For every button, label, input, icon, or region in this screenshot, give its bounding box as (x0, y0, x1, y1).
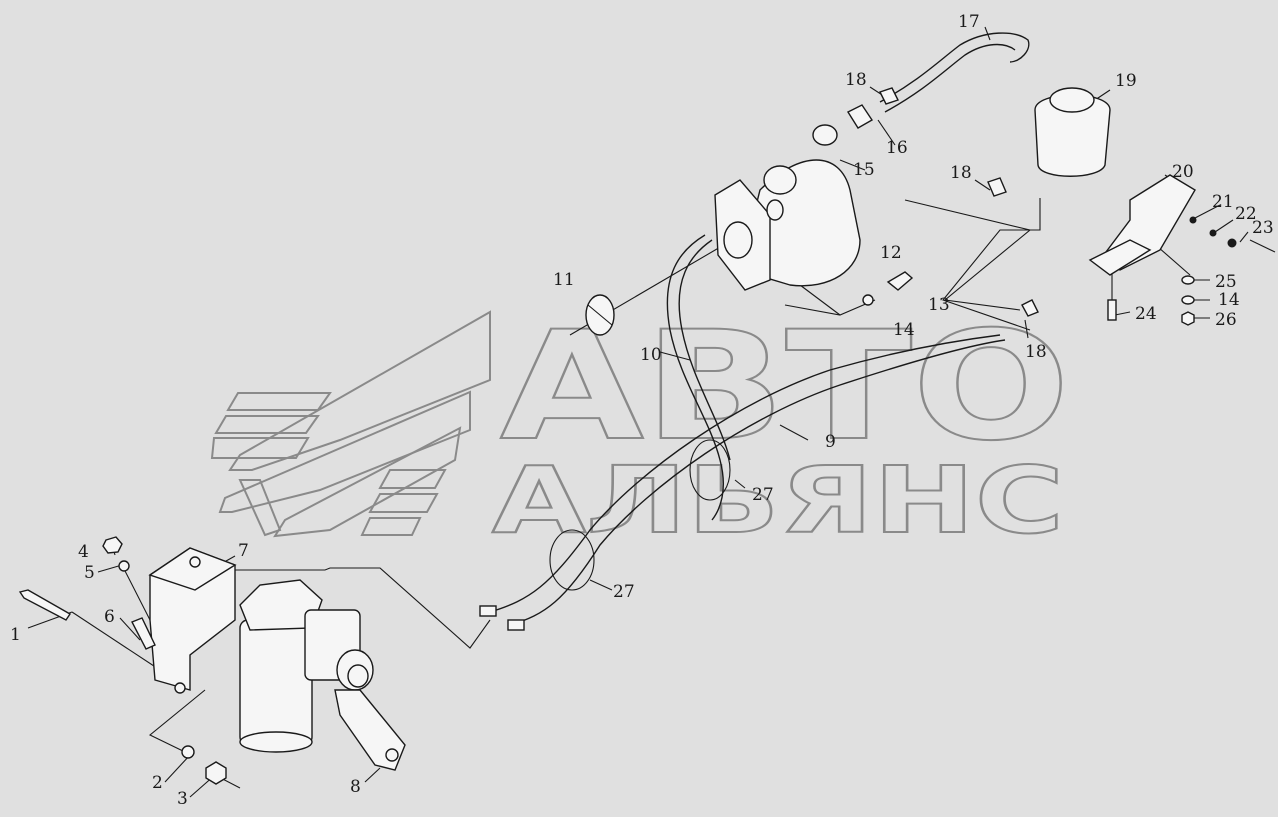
callout-labels: 1 2 3 4 5 6 7 8 9 10 11 12 13 14 14 15 1… (10, 12, 1274, 809)
return-hose-10 (666, 234, 724, 521)
bolt-1 (18, 589, 71, 621)
washer-2 (181, 745, 195, 759)
output-shaft-inner (347, 664, 369, 688)
bolt-hole (189, 556, 201, 568)
callout-6: 6 (104, 607, 115, 627)
clamp-27a (689, 439, 731, 501)
suction-hose (879, 32, 1039, 317)
callout-24: 24 (1135, 304, 1157, 324)
callout-16: 16 (886, 138, 908, 158)
bolt-hole (174, 682, 186, 694)
pitman-arm-hole (385, 748, 399, 762)
pressure-hose-9b (509, 339, 1006, 626)
washer-22 (1209, 229, 1217, 237)
gear-housing-top (148, 547, 237, 591)
callout-14a: 14 (893, 320, 915, 340)
clamp-18a (879, 87, 899, 105)
callout-18c: 18 (1025, 342, 1047, 362)
reservoir-assembly (1034, 87, 1237, 326)
clamp-18c (1021, 299, 1039, 317)
callout-19: 19 (1115, 71, 1137, 91)
pitman-arm (334, 689, 406, 771)
callout-11: 11 (553, 270, 575, 290)
reservoir-cap (1049, 87, 1095, 113)
callout-27a: 27 (752, 485, 774, 505)
gear-fasteners (18, 536, 227, 785)
callout-27b: 27 (613, 582, 635, 602)
watermark-line2: АЛЬЯНС (492, 447, 1064, 554)
callout-8: 8 (350, 777, 361, 797)
nut-4 (102, 536, 123, 554)
callout-21: 21 (1212, 192, 1234, 212)
pump-port (766, 199, 784, 221)
bolt-24 (1107, 299, 1117, 321)
callout-9: 9 (825, 432, 836, 452)
pump-outlet (763, 165, 797, 195)
gear-top-cap (239, 579, 323, 631)
washer-14b (1181, 295, 1195, 305)
return-hose-10b (678, 239, 731, 461)
clamp-27b (549, 529, 595, 591)
bracket-20-foot (1088, 239, 1152, 276)
pump-shaft (723, 221, 753, 259)
bolt-6 (131, 617, 156, 650)
gasket-11-cross (587, 304, 613, 326)
watermark-logo: АВТО АЛЬЯНС (210, 299, 1071, 555)
o-ring-15 (812, 124, 838, 146)
callout-7: 7 (238, 541, 249, 561)
callout-15: 15 (853, 160, 875, 180)
gear-cylinder-base (239, 731, 313, 753)
callout-14b: 14 (1218, 290, 1240, 310)
callout-22: 22 (1235, 204, 1257, 224)
washer-21 (1189, 216, 1197, 224)
watermark-emblem-icon (210, 310, 491, 538)
hoses (479, 234, 1006, 631)
callout-26: 26 (1215, 310, 1237, 330)
callout-20: 20 (1172, 162, 1194, 182)
suction-hose-17 (879, 32, 1030, 103)
steering-gear-assembly (148, 547, 406, 771)
callout-12: 12 (880, 243, 902, 263)
callout-1: 1 (10, 625, 21, 645)
callout-10: 10 (640, 345, 662, 365)
callout-3: 3 (177, 789, 188, 809)
callout-4: 4 (78, 542, 89, 562)
callout-23: 23 (1252, 218, 1274, 238)
clamp-18b (987, 177, 1007, 197)
callout-25: 25 (1215, 272, 1237, 292)
nut-23 (1227, 238, 1237, 248)
callout-18a: 18 (845, 70, 867, 90)
callout-2: 2 (152, 773, 163, 793)
power-steering-pump (585, 104, 914, 336)
nut-26 (1181, 311, 1195, 326)
fitting-16 (846, 104, 873, 129)
hose-fitting (479, 605, 497, 617)
nut-3 (205, 761, 227, 785)
gear-cylinder (239, 619, 313, 746)
washer-25 (1181, 275, 1195, 285)
callout-13: 13 (928, 295, 950, 315)
callout-5: 5 (84, 563, 95, 583)
washer-5 (118, 560, 130, 572)
callout-17: 17 (958, 12, 980, 32)
callout-18b: 18 (950, 163, 972, 183)
suction-hose-17b (884, 43, 1016, 113)
bolt-13 (886, 271, 914, 291)
hose-fitting (507, 619, 525, 631)
washer-14 (862, 294, 874, 306)
